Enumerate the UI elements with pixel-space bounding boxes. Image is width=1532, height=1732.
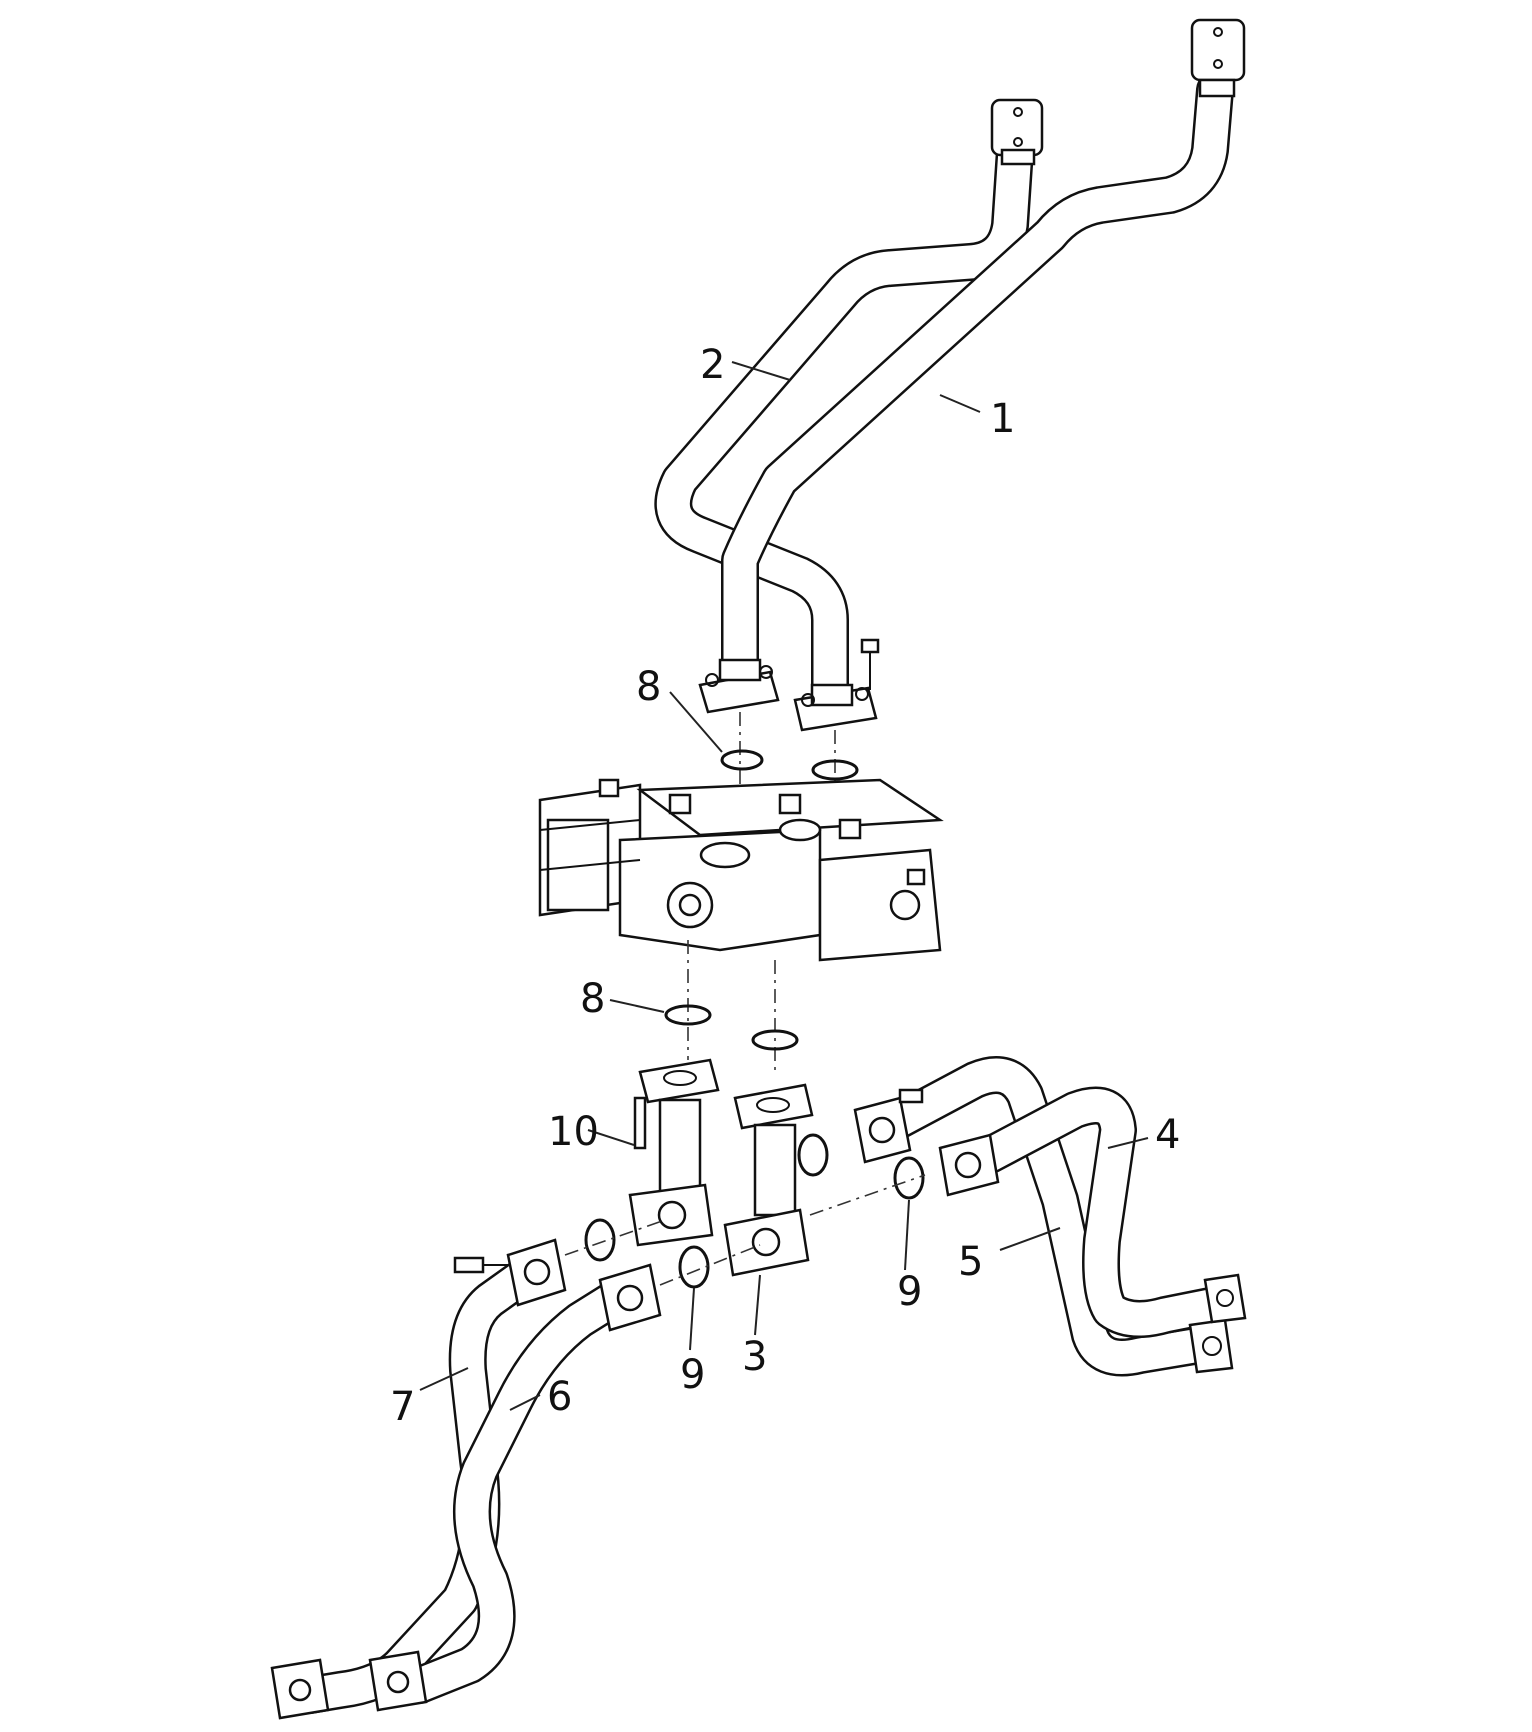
- upper-flange-right: [793, 683, 878, 732]
- o-ring-9-center: [678, 1245, 710, 1289]
- pipe-5: [971, 1086, 1234, 1338]
- callout-4: 4: [1155, 1112, 1180, 1158]
- bolt-icon: [453, 1256, 485, 1274]
- axis-line: [809, 1174, 926, 1216]
- callout-2: 2: [700, 342, 725, 388]
- o-ring-upper-right: [811, 759, 859, 781]
- pipe-7-flange: [453, 1238, 567, 1307]
- leader-4: [1107, 1137, 1149, 1149]
- axis-line: [564, 1219, 666, 1256]
- pipe-1-top-fitting: [1190, 18, 1246, 98]
- leader-9-center: [689, 1287, 695, 1351]
- lower-adapter-right: [723, 1083, 814, 1277]
- callout-1: 1: [990, 396, 1015, 442]
- control-valve-block: [538, 778, 944, 962]
- pipe-6: [401, 1276, 639, 1704]
- leader-5: [999, 1227, 1061, 1251]
- leader-9-right: [904, 1199, 910, 1271]
- axis-line: [659, 1244, 761, 1286]
- leader-2: [731, 361, 791, 381]
- o-ring-8-upper: [720, 749, 764, 771]
- callout-5: 5: [958, 1239, 983, 1285]
- callout-10: 10: [548, 1109, 599, 1155]
- callout-6: 6: [547, 1374, 572, 1420]
- pipe-4: [881, 1056, 1219, 1377]
- pipe-1: [721, 71, 1234, 684]
- callout-9-center: 9: [680, 1352, 705, 1398]
- callout-3: 3: [742, 1334, 767, 1380]
- o-ring-right: [797, 1133, 829, 1177]
- pipe-4-end-flange: [1188, 1318, 1234, 1374]
- o-ring-9-right: [893, 1156, 925, 1200]
- o-ring-lower-right: [751, 1029, 799, 1051]
- leader-1: [939, 394, 981, 413]
- leader-8-lower: [609, 999, 665, 1013]
- pipe-2-top-fitting: [990, 98, 1044, 166]
- callout-8-upper: 8: [636, 664, 661, 710]
- bolt-icon: [860, 638, 880, 690]
- leader-7: [419, 1367, 469, 1391]
- callout-8-lower: 8: [580, 976, 605, 1022]
- leader-8-upper: [669, 691, 723, 753]
- leader-10: [587, 1129, 635, 1146]
- pipe-6-flange: [598, 1263, 662, 1332]
- pipe-4-flange: [853, 1088, 924, 1164]
- upper-flange-left: [698, 658, 780, 714]
- callout-7: 7: [390, 1384, 415, 1430]
- o-ring-9-left: [584, 1218, 616, 1262]
- pipe-6-end-flange: [368, 1650, 428, 1712]
- pipe-5-end-flange: [1203, 1273, 1247, 1324]
- leader-3: [754, 1274, 761, 1336]
- lower-adapter-left: [628, 1058, 720, 1247]
- callout-9-right: 9: [897, 1269, 922, 1315]
- pipe-2: [654, 131, 1034, 714]
- pipe-7-end-flange: [270, 1658, 330, 1720]
- pipe-5-flange: [938, 1133, 1000, 1197]
- leader-6: [509, 1394, 541, 1411]
- o-ring-8-lower: [664, 1004, 712, 1026]
- bolt-10: [633, 1096, 647, 1150]
